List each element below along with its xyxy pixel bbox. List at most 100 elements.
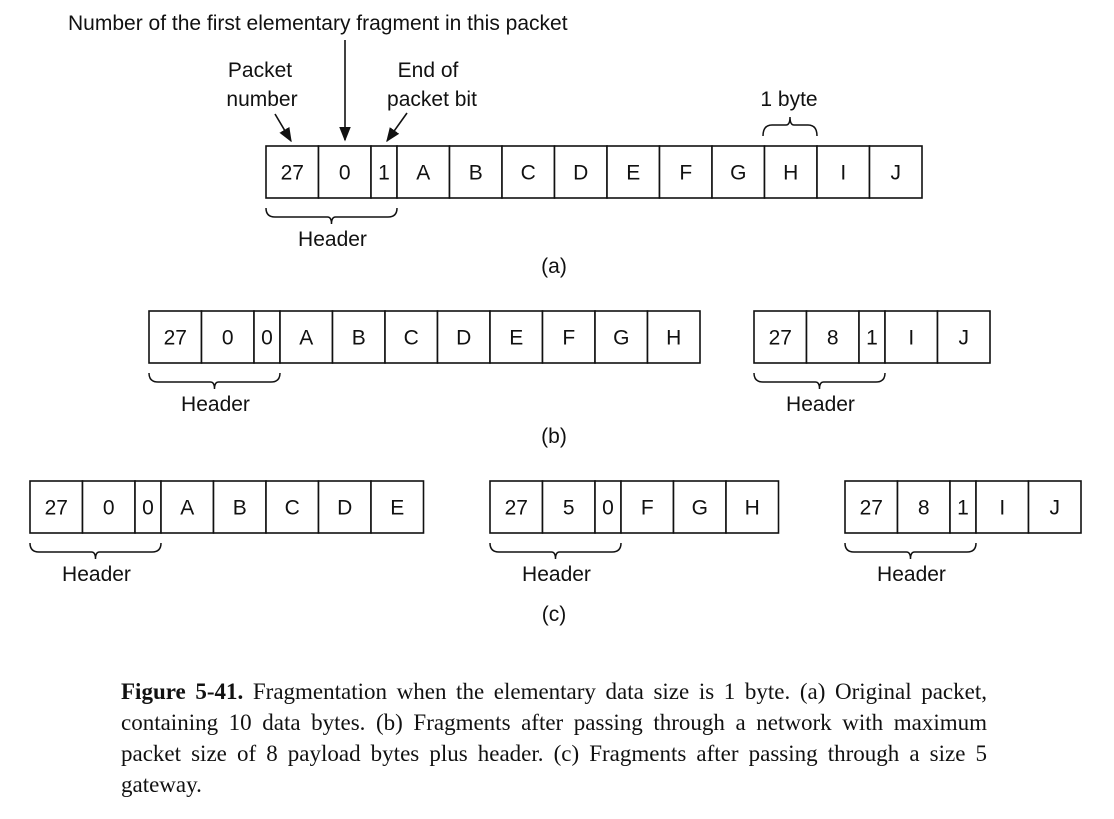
end-bit-cell-box [594,480,622,534]
data-cell-label: H [745,497,760,520]
data-cell-label: D [573,162,588,185]
packet-number-cell-label: 27 [505,497,528,520]
header-label: Header [62,563,131,586]
packet-number-arrow [274,113,292,143]
data-cell-label: B [469,162,483,185]
header-label: Header [877,563,946,586]
data-cell-label: G [613,327,629,350]
data-cell-box [265,480,320,534]
header-brace [29,542,162,560]
offset-cell-box [317,145,372,199]
end-bit-annotation-line1: End of [398,59,459,82]
data-cell-box [317,480,372,534]
data-cell-label: D [456,327,471,350]
data-cell-label: G [730,162,746,185]
header-brace [148,372,281,390]
data-cell-label: E [626,162,640,185]
data-cell-label: A [299,327,313,350]
data-cell-box [1027,480,1082,534]
offset-cell-label: 8 [918,497,930,520]
offset-cell-box [805,310,860,364]
end-bit-cell-label: 1 [957,497,969,520]
end-bit-annotation-line2: packet bit [387,88,477,111]
header-brace [844,542,977,560]
data-cell-label: A [416,162,430,185]
data-cell-box [711,145,766,199]
packet-number-cell-label: 27 [769,327,792,350]
data-cell-label: E [390,497,404,520]
figure-caption-text: Fragmentation when the elementary data s… [121,679,987,797]
sublabel-c: (c) [542,603,567,626]
packet: 27 0 0 A B C D E F G H Header [148,310,701,416]
offset-cell-label: 0 [222,327,234,350]
end-bit-cell-box [370,145,398,199]
header-label: Header [298,228,367,251]
offset-cell-box [200,310,255,364]
figure-caption: Figure 5-41. Fragmentation when the elem… [121,676,987,800]
data-cell-label: J [1050,497,1061,520]
data-cell-label: D [337,497,352,520]
header-brace [489,542,622,560]
end-bit-cell-label: 1 [378,162,390,185]
packet-number-cell-box [148,310,203,364]
packet: 27 8 1 I J Header [844,480,1082,586]
packet-number-cell-box [489,480,544,534]
data-cell-box [436,310,491,364]
data-cell-box [763,145,818,199]
first-fragment-annotation: Number of the first elementary fragment … [68,12,568,35]
packet-number-cell-label: 27 [45,497,68,520]
data-cell-label: H [783,162,798,185]
packet-number-cell-box [29,480,84,534]
data-cell-label: I [999,497,1005,520]
data-cell-box [384,310,439,364]
data-cell-label: C [521,162,536,185]
data-cell-box [594,310,649,364]
data-cell-label: B [352,327,366,350]
sublabel-a: (a) [541,255,567,278]
data-cell-box [725,480,780,534]
data-cell-label: F [562,327,575,350]
fragmentation-diagram: Number of the first elementary fragment … [29,12,1082,626]
data-cell-box [489,310,544,364]
data-cell-label: I [908,327,914,350]
data-cell-label: C [404,327,419,350]
data-cell-label: C [285,497,300,520]
data-cell-box [212,480,267,534]
packet-number-annotation-line2: number [226,88,297,111]
data-cell-box [370,480,425,534]
end-bit-cell-label: 0 [602,497,614,520]
figure-label: Figure 5-41. [121,679,244,704]
end-bit-cell-label: 1 [866,327,878,350]
data-cell-label: G [692,497,708,520]
header-label: Header [181,393,250,416]
header-brace [265,207,398,225]
data-cell-box [279,310,334,364]
end-bit-cell-box [134,480,162,534]
sublabel-b: (b) [541,425,567,448]
data-cell-box [658,145,713,199]
offset-cell-label: 8 [827,327,839,350]
data-cell-box [884,310,939,364]
data-cell-label: E [509,327,523,350]
packet-number-cell-label: 27 [860,497,883,520]
data-cell-label: I [840,162,846,185]
one-byte-annotation: 1 byte [760,88,817,111]
end-bit-arrow [386,112,408,143]
data-cell-label: H [666,327,681,350]
packet-number-cell-label: 27 [164,327,187,350]
data-cell-box [868,145,923,199]
end-bit-cell-label: 0 [142,497,154,520]
data-cell-label: J [891,162,902,185]
data-cell-label: A [180,497,194,520]
offset-cell-label: 0 [339,162,351,185]
data-cell-label: B [233,497,247,520]
header-label: Header [786,393,855,416]
end-bit-cell-label: 0 [261,327,273,350]
